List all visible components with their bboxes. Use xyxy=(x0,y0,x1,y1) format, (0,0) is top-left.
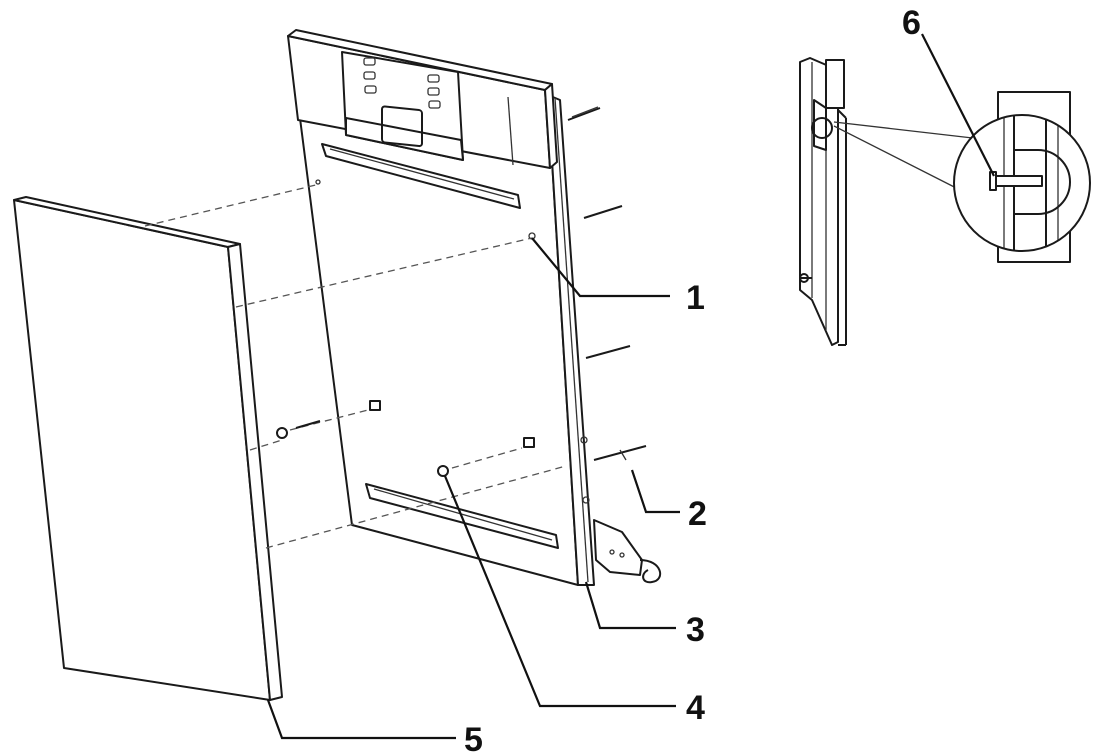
control-panel xyxy=(287,29,558,169)
callout-labels: 1 2 3 4 5 6 xyxy=(464,4,921,754)
magnified-detail xyxy=(953,91,1091,263)
callout-4: 4 xyxy=(686,689,705,727)
callout-5: 5 xyxy=(464,721,483,754)
control-buttons xyxy=(363,57,441,109)
display-screen xyxy=(381,105,423,148)
side-screws xyxy=(567,106,647,461)
screw xyxy=(583,205,623,219)
callout-2: 2 xyxy=(688,495,707,533)
screw xyxy=(567,106,601,121)
callout-6: 6 xyxy=(902,4,921,42)
callout-3: 3 xyxy=(686,611,705,649)
screw xyxy=(585,345,631,359)
callout-leaders xyxy=(266,33,995,740)
dishwasher-door xyxy=(287,29,662,586)
hinge-bracket xyxy=(593,519,662,584)
screw xyxy=(593,445,647,461)
decorative-front-panel xyxy=(13,196,283,701)
side-view-door xyxy=(799,57,847,346)
panel-fixing-screws xyxy=(276,400,535,477)
callout-1: 1 xyxy=(686,279,705,317)
detail-leaders xyxy=(833,121,991,197)
alignment-lines xyxy=(144,183,567,549)
top-slot xyxy=(321,143,521,209)
